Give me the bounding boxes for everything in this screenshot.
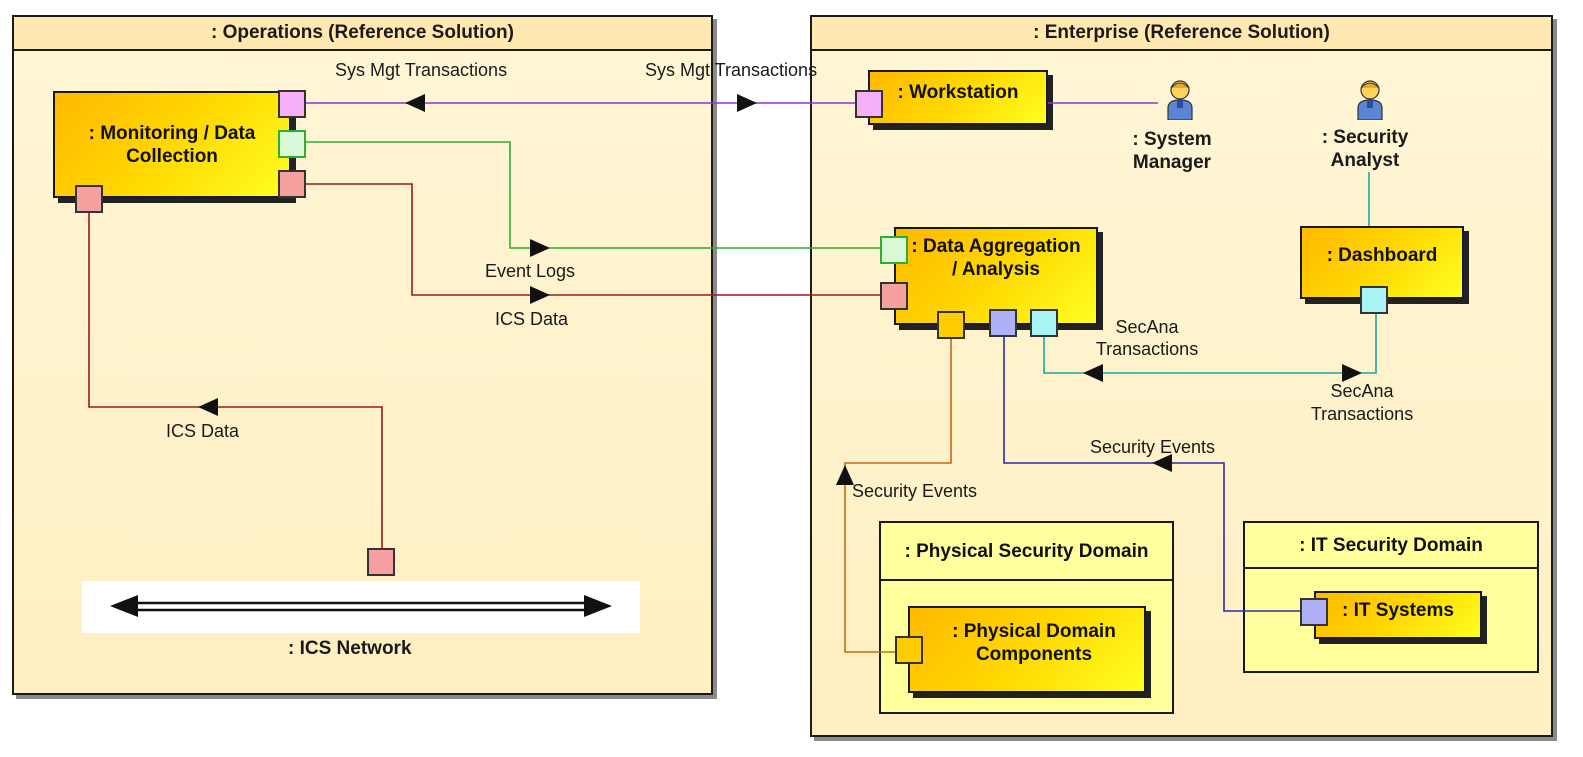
ics-network-area [82,581,640,633]
port-eventlogs-monitoring[interactable] [278,130,306,158]
event-logs-label: Event Logs [485,261,576,281]
enterprise-title: : Enterprise (Reference Solution) [812,17,1551,51]
security-events-label-it: Security Events [1090,437,1216,457]
port-it-aggregation[interactable] [989,309,1017,337]
port-phys-aggregation[interactable] [937,311,965,339]
system-manager-actor-icon [1167,80,1193,120]
port-secana-dashboard[interactable] [1360,286,1388,314]
monitoring-label: : Monitoring / Data Collection [88,122,256,167]
ics-network-label: : ICS Network [288,638,412,659]
dashboard-label: : Dashboard [1326,245,1438,266]
workstation[interactable]: : Workstation [868,70,1048,125]
physical-domain-components[interactable]: : Physical Domain Components [908,606,1146,693]
workstation-label: : Workstation [897,82,1019,103]
security-events-label-phys: Security Events [852,481,978,501]
port-icsdata-monitoring-right[interactable] [278,170,306,198]
port-sysmgt-workstation[interactable] [855,90,883,118]
physical-components-label: : Physical Domain Components [952,621,1116,665]
it-security-domain-title: : IT Security Domain [1245,523,1537,569]
port-icsdata-monitoring-bottom[interactable] [75,185,103,213]
sys-mgt-label-right: Sys Mgt Transactions [645,60,818,80]
secana-label-1: SecAna Transactions [1095,317,1199,359]
port-secana-aggregation[interactable] [1030,309,1058,337]
physical-security-domain-title: : Physical Security Domain [881,523,1172,581]
port-eventlogs-aggregation[interactable] [880,236,908,264]
port-phys-components[interactable] [895,636,923,664]
system-manager-label: : System Manager [1132,129,1212,173]
port-icsdata-aggregation[interactable] [880,282,908,310]
operations-title: : Operations (Reference Solution) [14,17,711,51]
security-analyst-label: : Security Analyst [1321,127,1409,171]
data-aggregation-analysis[interactable]: : Data Aggregation / Analysis [894,227,1098,325]
ics-data-label-2: ICS Data [166,421,240,441]
ics-data-label-1: ICS Data [495,309,569,329]
it-systems[interactable]: : IT Systems [1314,591,1482,639]
it-systems-label: : IT Systems [1342,600,1454,621]
port-sysmgt-monitoring[interactable] [278,90,306,118]
secana-label-2: SecAna Transactions [1310,381,1414,424]
port-icsdata-network[interactable] [367,548,395,576]
port-it-systems[interactable] [1300,598,1328,626]
security-analyst-actor-icon [1357,80,1383,120]
sys-mgt-label-left: Sys Mgt Transactions [335,60,508,80]
aggregation-label: : Data Aggregation / Analysis [911,236,1081,280]
monitoring-data-collection[interactable]: : Monitoring / Data Collection [53,91,291,198]
sys-mgt-arrow-right [737,94,757,112]
